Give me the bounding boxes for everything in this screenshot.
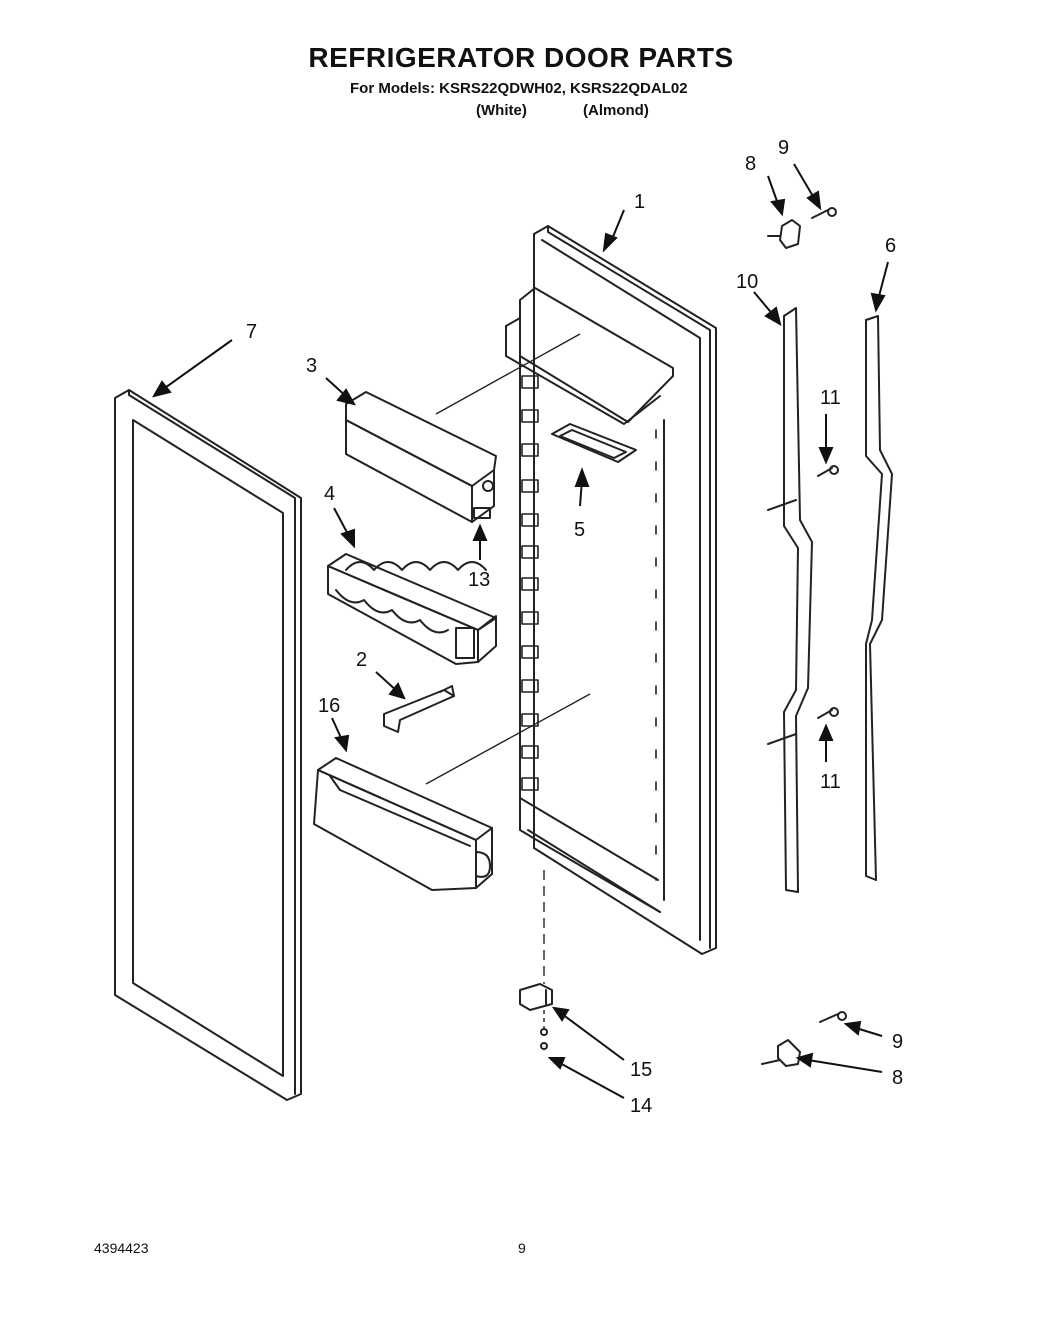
part-number: 4394423 bbox=[94, 1240, 149, 1256]
door-bin bbox=[313, 757, 493, 891]
models-line: For Models: KSRS22QDWH02, KSRS22QDAL02 bbox=[350, 80, 688, 97]
seal-strip bbox=[865, 315, 893, 881]
bottom-hinge-block bbox=[761, 1039, 801, 1067]
callout-9-bottom: 9 bbox=[892, 1031, 903, 1053]
callout-6: 6 bbox=[885, 235, 896, 257]
callout-10: 10 bbox=[736, 271, 758, 293]
dairy-compartment bbox=[345, 391, 497, 523]
callout-5: 5 bbox=[574, 519, 585, 541]
bottom-screw bbox=[540, 1028, 548, 1050]
callout-14: 14 bbox=[630, 1095, 652, 1117]
callout-3: 3 bbox=[306, 355, 317, 377]
callout-11-bottom: 11 bbox=[820, 771, 841, 793]
callout-13: 13 bbox=[468, 569, 490, 591]
top-screw bbox=[811, 207, 837, 219]
egg-tray bbox=[327, 553, 497, 665]
callout-4: 4 bbox=[324, 483, 335, 505]
callout-8-top: 8 bbox=[745, 153, 756, 175]
callout-16: 16 bbox=[318, 695, 340, 717]
callout-8-bottom: 8 bbox=[892, 1067, 903, 1089]
callout-11-top: 11 bbox=[820, 387, 841, 409]
callout-2: 2 bbox=[356, 649, 367, 671]
top-hinge-block bbox=[767, 219, 801, 249]
callout-1: 1 bbox=[634, 191, 645, 213]
page-title: REFRIGERATOR DOOR PARTS bbox=[308, 42, 734, 73]
door-gasket bbox=[114, 389, 302, 1101]
small-tray bbox=[551, 423, 637, 463]
callout-15: 15 bbox=[630, 1059, 652, 1081]
variant-white: (White) bbox=[476, 102, 527, 119]
callout-7: 7 bbox=[246, 321, 257, 343]
bottom-hinge-bracket bbox=[519, 983, 553, 1011]
callout-9-top: 9 bbox=[778, 137, 789, 159]
channel-screws bbox=[817, 465, 839, 719]
bottom-screw-9 bbox=[819, 1011, 847, 1023]
shelf-retainer-clip bbox=[383, 685, 455, 733]
liner-shelf-clips bbox=[521, 375, 657, 881]
page-number: 9 bbox=[518, 1240, 526, 1256]
variant-almond: (Almond) bbox=[583, 102, 649, 119]
door-liner bbox=[505, 225, 717, 955]
door-channel bbox=[767, 307, 813, 893]
